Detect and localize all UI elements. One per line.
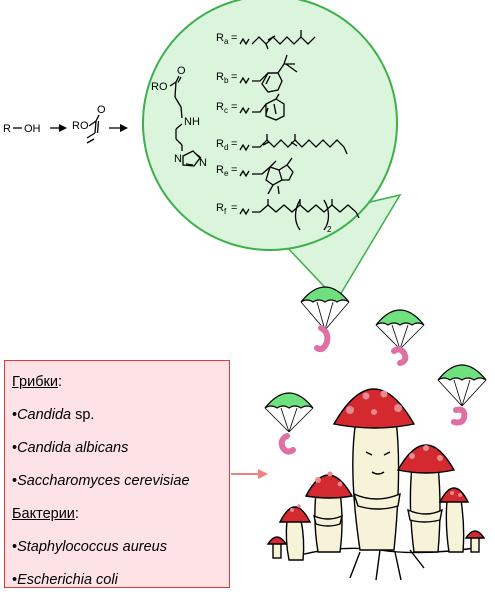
magnifier-callout — [142, 0, 402, 302]
svg-text:R: R — [216, 138, 224, 150]
mushroom — [266, 536, 288, 559]
r-label-e: R e = — [216, 164, 237, 178]
svg-text:R: R — [216, 101, 224, 113]
acrylate-o-label: O — [97, 104, 106, 116]
svg-text:a: a — [224, 37, 229, 46]
reaction-scheme — [13, 75, 202, 167]
svg-text:f: f — [224, 207, 227, 216]
bacteria-heading: Бактерии: — [12, 506, 79, 522]
list-item: •Escherichia coli — [12, 572, 118, 588]
r-label-a: R a = — [216, 32, 237, 46]
svg-text:R: R — [216, 71, 224, 83]
product-n-label: N — [174, 153, 182, 165]
mushroom — [438, 487, 470, 553]
svg-text:=: = — [231, 164, 237, 176]
r-label-c: R c = — [216, 101, 237, 115]
start-oh-label: OH — [24, 123, 41, 135]
svg-text:=: = — [231, 101, 237, 113]
parachute-worm — [375, 309, 425, 366]
svg-text:R: R — [216, 202, 224, 214]
repeat-index-label: 2 — [327, 225, 332, 234]
parachute-worm — [300, 286, 350, 353]
mushroom — [278, 504, 312, 561]
list-item: •Saccharomyces cerevisiae — [12, 473, 190, 489]
svg-text:e: e — [224, 169, 229, 178]
pointer-arrow — [231, 469, 268, 479]
mushroom — [304, 471, 354, 553]
svg-text:=: = — [231, 202, 237, 214]
parachute-worm — [264, 392, 314, 455]
svg-text:R: R — [216, 32, 224, 44]
product-o-label: O — [177, 65, 186, 77]
list-item: •Staphylococcus aureus — [12, 539, 167, 555]
list-item: •Candida sp. — [12, 407, 95, 423]
imidazole-n-label: N — [199, 157, 207, 169]
r-label-b: R b = — [216, 71, 237, 85]
organism-list: Грибки: •Candida sp. •Candida albicans •… — [4, 360, 230, 588]
acrylate-ro-label: RO — [72, 120, 89, 132]
product-nh-label: NH — [184, 116, 200, 128]
svg-text:b: b — [224, 76, 229, 85]
svg-text:=: = — [231, 71, 237, 83]
svg-text:d: d — [224, 143, 228, 152]
r-group-structures — [239, 30, 360, 231]
start-r-label: R — [3, 123, 11, 135]
chem-labels: R OH RO O RO O NH N N R a = R b = R c = … — [3, 32, 332, 234]
mushroom — [464, 530, 486, 553]
svg-text:c: c — [224, 106, 228, 115]
mushroom — [332, 388, 416, 551]
svg-text:=: = — [231, 32, 237, 44]
r-label-d: R d = — [216, 138, 237, 152]
parachute-worm — [437, 364, 487, 426]
list-item: •Candida albicans — [12, 440, 129, 456]
mushroom-group — [266, 388, 486, 581]
product-ro-label: RO — [151, 81, 168, 93]
svg-text:=: = — [231, 138, 237, 150]
mushroom — [396, 444, 456, 553]
svg-text:R: R — [216, 164, 224, 176]
r-label-f: R f = — [216, 202, 237, 216]
fungi-heading: Грибки: — [12, 374, 62, 390]
